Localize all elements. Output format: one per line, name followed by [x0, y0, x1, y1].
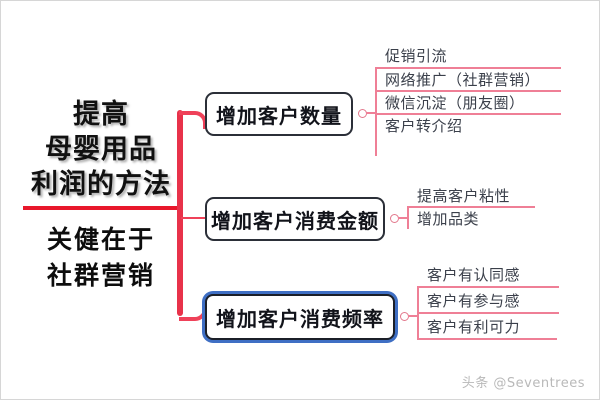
leaf-row: 客户有利可力	[419, 312, 559, 338]
root-subtitle-block: 关健在于 社群营销	[15, 222, 187, 294]
trunk-elbow-branch-1	[179, 111, 207, 129]
branch-label: 增加客户数量	[216, 103, 342, 128]
root-subtitle-line-2: 社群营销	[46, 261, 155, 290]
connector-stub-branch-2	[398, 217, 408, 219]
leaf-item: 增加品类	[417, 210, 480, 228]
leaf-item: 客户有认同感	[427, 266, 521, 284]
branch-node-increase-spend-amount[interactable]: 增加客户消费金额	[205, 197, 385, 241]
root-title-line-3: 利润的方法	[31, 169, 171, 200]
trunk-elbow-branch-3	[179, 303, 207, 321]
leaf-item: 网络推广（社群营销）	[385, 71, 541, 89]
root-title-block: 提高 母婴用品 利润的方法	[15, 97, 187, 202]
connector-stub-branch-3	[408, 315, 418, 317]
leaf-item: 客户有利可力	[427, 317, 521, 336]
root-subtitle-line-1: 关健在于	[46, 225, 155, 254]
leaf-row: 客户转介绍	[377, 113, 561, 136]
branch-node-increase-purchase-frequency[interactable]: 增加客户消费频率	[205, 294, 395, 340]
leaf-row: 客户有参与感	[419, 286, 559, 312]
leaf-group-3-closing-rule	[417, 338, 557, 340]
root-title-line-1: 提高	[73, 99, 129, 130]
leaf-item: 提高客户粘性	[417, 187, 511, 205]
connector-stub-branch-1	[366, 112, 376, 114]
branch-label: 增加客户消费频率	[216, 306, 384, 331]
leaf-item: 客户有参与感	[427, 291, 521, 310]
leaf-group-branch-3: 客户有参与感 客户有利可力	[417, 286, 559, 338]
watermark: 头条 @Seventrees	[461, 376, 585, 391]
branch-label: 增加客户消费金额	[211, 208, 379, 233]
leaf-row: 网络推广（社群营销）	[377, 67, 561, 90]
leaf-row: 微信沉淀（朋友圈）	[377, 90, 561, 113]
leaf-group-branch-2: 增加品类	[407, 206, 535, 229]
leaf-group-branch-1: 网络推广（社群营销） 微信沉淀（朋友圈） 客户转介绍	[375, 67, 561, 156]
trunk-elbow-branch-2	[181, 217, 205, 219]
branch-node-increase-customer-count[interactable]: 增加客户数量	[205, 92, 353, 136]
leaf-item: 促销引流	[385, 47, 448, 65]
leaf-row: 增加品类	[409, 206, 535, 229]
leaf-item: 微信沉淀（朋友圈）	[385, 94, 525, 112]
root-divider	[23, 206, 181, 210]
leaf-item: 客户转介绍	[385, 117, 463, 135]
root-title-line-2: 母婴用品	[45, 134, 157, 165]
main-trunk-line	[177, 110, 183, 316]
